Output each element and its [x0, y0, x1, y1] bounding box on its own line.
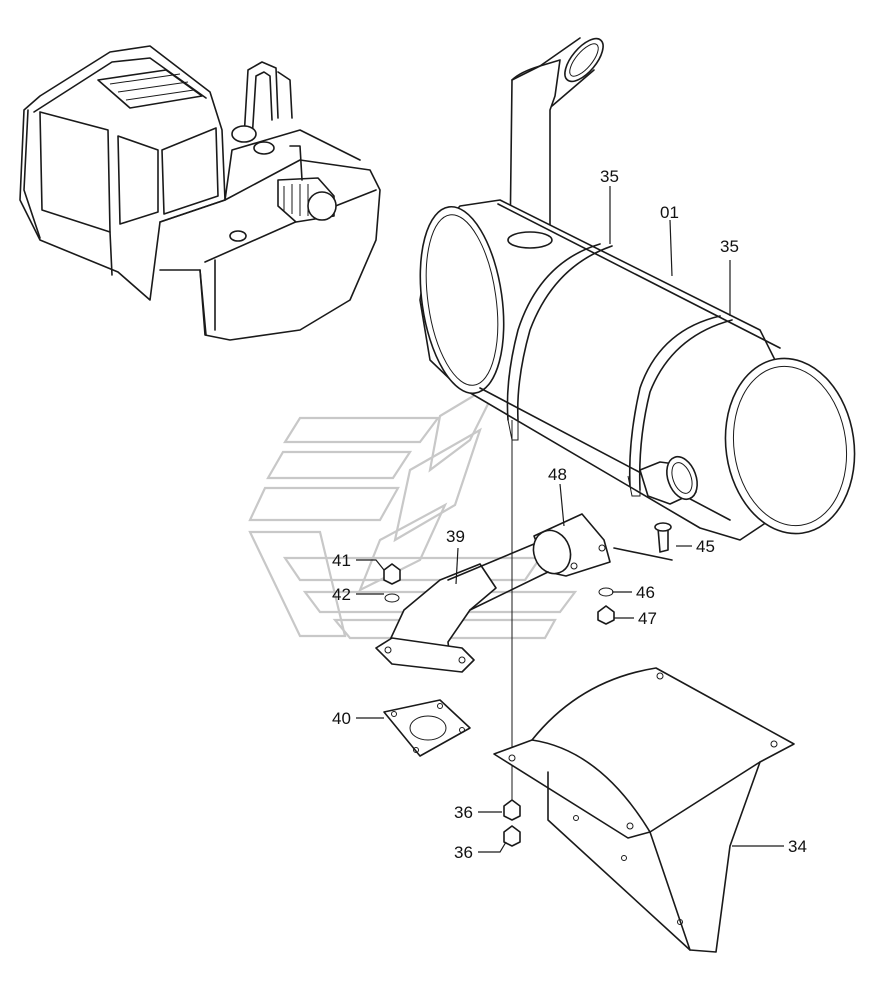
- callout-47: 47: [638, 609, 657, 628]
- callout-39: 39: [446, 527, 465, 546]
- callout-36-upper: 36: [454, 803, 473, 822]
- callout-34: 34: [788, 837, 807, 856]
- callout-41: 41: [332, 551, 351, 570]
- hardware: [383, 522, 672, 847]
- leader-lines: [356, 186, 784, 853]
- watermark-logo: [248, 377, 578, 640]
- callout-36-lower: 36: [454, 843, 473, 862]
- elbow-39: [375, 543, 549, 673]
- callout-40: 40: [332, 709, 351, 728]
- callout-46: 46: [636, 583, 655, 602]
- callout-35-right: 35: [720, 237, 739, 256]
- callout-35-left: 35: [600, 167, 619, 186]
- gasket-40: [383, 699, 471, 757]
- callout-45: 45: [696, 537, 715, 556]
- callouts: 01 35 35 48 39 45 41 42 46 47 40 36 36 3…: [332, 167, 807, 862]
- callout-48: 48: [548, 465, 567, 484]
- callout-42: 42: [332, 585, 351, 604]
- clamp-48: [532, 513, 673, 577]
- excavator-overview: [19, 45, 381, 341]
- bracket-34: [493, 667, 795, 953]
- callout-01: 01: [660, 203, 679, 222]
- muffler: [419, 37, 856, 541]
